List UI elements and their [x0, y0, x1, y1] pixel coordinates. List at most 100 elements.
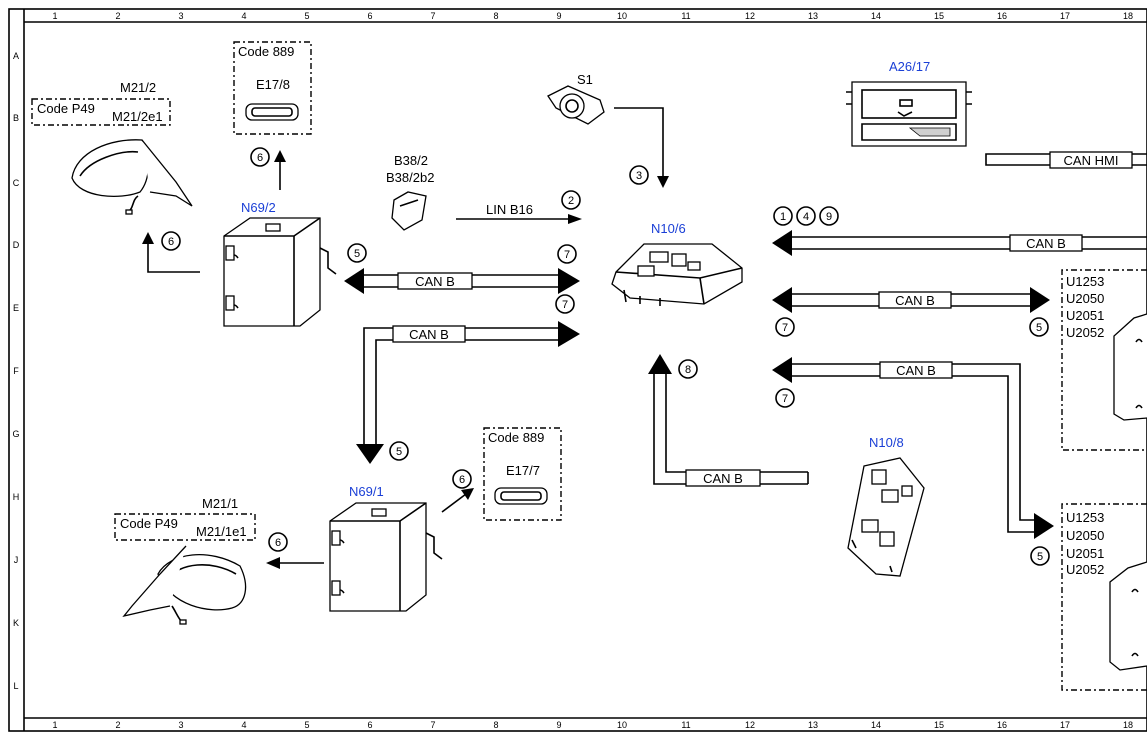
grid-col: 7 — [430, 11, 435, 21]
grid-col: 2 — [115, 720, 120, 730]
can-b-label: CAN B — [1026, 236, 1066, 251]
grid-row: E — [13, 303, 19, 313]
display-a26-17 — [846, 81, 972, 147]
step-badge: 7 — [555, 294, 575, 314]
step-badge: 6 — [161, 231, 181, 251]
m21-1e1-label: M21/1e1 — [196, 524, 247, 539]
svg-text:6: 6 — [275, 537, 281, 549]
grid-row: L — [13, 681, 18, 691]
grid-col: 16 — [997, 11, 1007, 21]
grid-col: 6 — [367, 720, 372, 730]
grid-col: 10 — [617, 720, 627, 730]
arrow-to-e17-8 — [274, 150, 286, 190]
step-badge: 5 — [1029, 317, 1049, 337]
arrow-to-m21-2 — [142, 232, 200, 273]
fault-code: U2051 — [1066, 308, 1104, 323]
grid-row: F — [13, 366, 19, 376]
code-p49-top-label: Code P49 — [37, 101, 95, 116]
grid-col: 18 — [1123, 11, 1133, 21]
code-p49-bottom-box — [114, 513, 256, 541]
e17-7-label: E17/7 — [506, 463, 540, 478]
fault-code: U2050 — [1066, 528, 1104, 543]
grid-col: 15 — [934, 11, 944, 21]
code-889-top-label: Code 889 — [238, 44, 294, 59]
n69-2-label: N69/2 — [241, 200, 276, 215]
can-b-label: CAN B — [896, 363, 936, 378]
svg-text:3: 3 — [636, 170, 642, 182]
step-badges-149: 1 4 9 — [773, 206, 839, 226]
fault-code: U1253 — [1066, 510, 1104, 525]
grid-col: 7 — [430, 720, 435, 730]
can-b-link-right-top: CAN B — [772, 230, 1147, 256]
svg-text:5: 5 — [396, 446, 402, 458]
m21-1-label: M21/1 — [202, 496, 238, 511]
arrow-s1-to-n10-6 — [614, 107, 669, 188]
grid-row: J — [14, 555, 19, 565]
svg-text:5: 5 — [1036, 322, 1042, 334]
grid-col: 10 — [617, 11, 627, 21]
step-badge: 6 — [250, 147, 270, 167]
can-b-link-n10-8: CAN B — [648, 354, 809, 487]
can-b-link-right-low: CAN B — [772, 357, 1054, 539]
switch-s1: S1 — [547, 72, 605, 125]
grid-col: 14 — [871, 720, 881, 730]
step-badge: 6 — [268, 532, 288, 552]
fault-code: U1253 — [1066, 274, 1104, 289]
svg-text:4: 4 — [803, 211, 809, 223]
svg-text:8: 8 — [685, 364, 691, 376]
grid-col: 9 — [556, 720, 561, 730]
grid-col: 18 — [1123, 720, 1133, 730]
can-hmi-label: CAN HMI — [1064, 153, 1119, 168]
grid-col: 1 — [52, 11, 57, 21]
grid-row: B — [13, 113, 19, 123]
grid-col: 5 — [304, 720, 309, 730]
step-badge: 7 — [775, 388, 795, 408]
can-b-label: CAN B — [703, 471, 743, 486]
n10-6-label: N10/6 — [651, 221, 686, 236]
fault-code: U2052 — [1066, 325, 1104, 340]
svg-text:6: 6 — [168, 236, 174, 248]
fault-code: U2052 — [1066, 562, 1104, 577]
lamp-e17-8: Code 889 E17/8 — [233, 41, 312, 135]
s1-label: S1 — [577, 72, 593, 87]
svg-text:7: 7 — [562, 299, 568, 311]
diagram-frame — [8, 8, 1147, 732]
grid-col: 3 — [178, 11, 183, 21]
m21-2-label: M21/2 — [120, 80, 156, 95]
grid-row: H — [13, 492, 20, 502]
step-badge: 7 — [775, 317, 795, 337]
fault-code: U2050 — [1066, 291, 1104, 306]
svg-text:5: 5 — [1037, 551, 1043, 563]
code-889-bottom-label: Code 889 — [488, 430, 544, 445]
step-badge: 5 — [389, 441, 409, 461]
grid-col: 16 — [997, 720, 1007, 730]
step-badge: 7 — [557, 244, 577, 264]
grid-col: 4 — [241, 720, 246, 730]
m21-2e1-label: M21/2e1 — [112, 109, 163, 124]
grid-col: 6 — [367, 11, 372, 21]
svg-text:6: 6 — [257, 152, 263, 164]
grid-row: C — [13, 178, 20, 188]
grid-col: 15 — [934, 720, 944, 730]
svg-text:7: 7 — [782, 322, 788, 334]
grid-col: 12 — [745, 720, 755, 730]
b38-2b2-label: B38/2b2 — [386, 170, 434, 185]
e17-8-label: E17/8 — [256, 77, 290, 92]
can-b-label: CAN B — [895, 293, 935, 308]
svg-text:7: 7 — [782, 393, 788, 405]
grid-col: 13 — [808, 11, 818, 21]
a26-17-label: A26/17 — [889, 59, 930, 74]
arrow-to-m21-1 — [266, 557, 324, 569]
step-badge: 5 — [347, 243, 367, 263]
grid-col: 9 — [556, 11, 561, 21]
lamp-e17-7: Code 889 E17/7 — [483, 427, 562, 521]
grid-col: 11 — [681, 720, 690, 730]
grid-col: 8 — [493, 720, 498, 730]
svg-text:1: 1 — [780, 211, 786, 223]
step-badge: 2 — [561, 190, 581, 210]
code-889-top-box — [233, 41, 312, 135]
grid-row: A — [13, 51, 19, 61]
module-n10-8 — [847, 457, 925, 577]
grid-col: 3 — [178, 720, 183, 730]
grid-col: 1 — [52, 720, 57, 730]
